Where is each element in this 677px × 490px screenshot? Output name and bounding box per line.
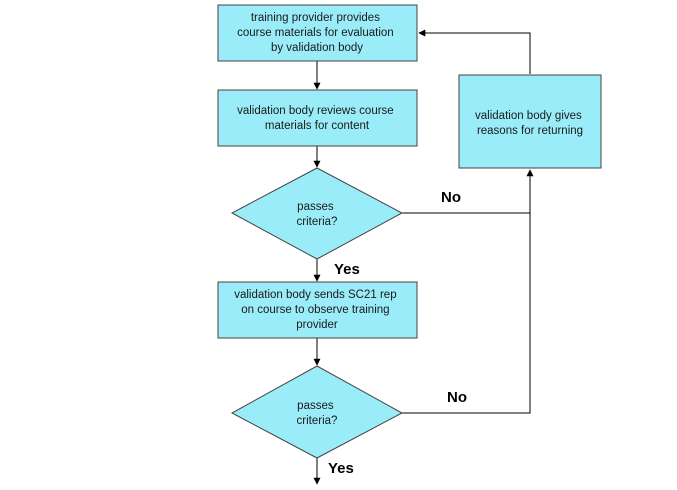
node-text-line: by validation body [271, 42, 363, 54]
decision-diamond [230, 365, 404, 459]
process-box [217, 281, 418, 339]
node-decision2-text: passes criteria? [297, 400, 338, 427]
node-text-line: materials for content [265, 120, 370, 132]
edge-label-yes-1: Yes [334, 261, 360, 278]
node-review-text: validation body reviews course materials… [237, 105, 397, 132]
node-text-line: passes [297, 201, 334, 213]
node-observe-text: validation body sends SC21 rep on course… [234, 289, 400, 331]
node-decision2: passes criteria? [230, 365, 404, 459]
node-submit: training provider provides course materi… [217, 4, 418, 62]
node-text-line: criteria? [297, 216, 338, 228]
edge-return-to-submit [418, 29, 531, 74]
node-return-text: validation body gives reasons for return… [475, 110, 585, 137]
edge-decision2-no [402, 169, 534, 414]
node-text-line: validation body gives [475, 110, 582, 122]
node-decision1-text: passes criteria? [297, 201, 338, 228]
node-return: validation body gives reasons for return… [458, 74, 602, 169]
node-review: validation body reviews course materials… [217, 89, 418, 147]
node-text-line: provider [296, 319, 338, 331]
edges [313, 29, 534, 485]
node-text-line: on course to observe training [241, 304, 389, 316]
node-text-line: validation body sends SC21 rep [234, 289, 396, 301]
node-text-line: course materials for evaluation [237, 27, 394, 39]
node-text-line: passes [297, 400, 334, 412]
edge-label-yes-2: Yes [328, 460, 354, 477]
edge-label-no-2: No [447, 389, 467, 406]
node-text-line: reasons for returning [477, 125, 583, 137]
process-box [217, 4, 418, 62]
decision-diamond [230, 167, 404, 260]
node-observe: validation body sends SC21 rep on course… [217, 281, 418, 339]
node-text-line: validation body reviews course [237, 105, 394, 117]
process-box [458, 74, 602, 169]
process-box [217, 89, 418, 147]
edge-label-no-1: No [441, 189, 461, 206]
node-submit-text: training provider provides course materi… [237, 12, 397, 54]
node-text-line: criteria? [297, 415, 338, 427]
node-text-line: training provider provides [251, 12, 380, 24]
node-decision1: passes criteria? [230, 167, 404, 260]
